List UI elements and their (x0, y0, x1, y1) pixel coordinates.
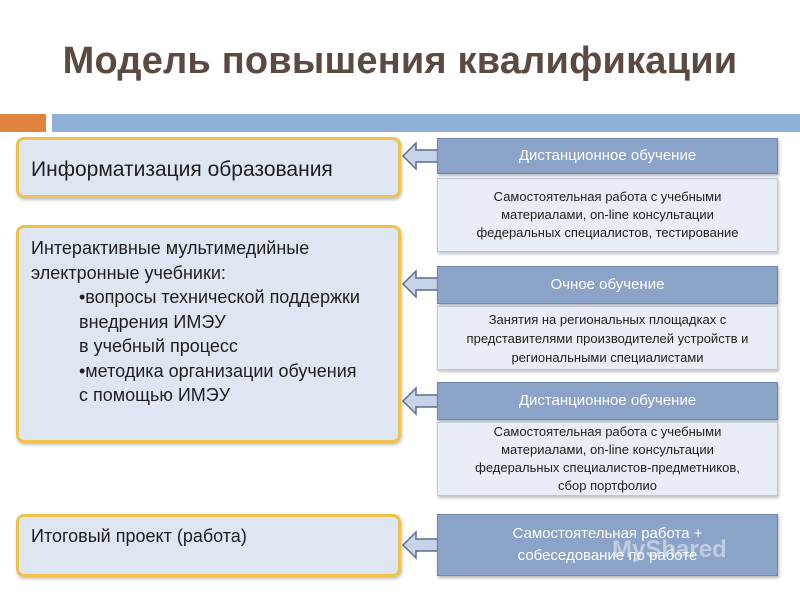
distance-learning-description: Самостоятельная работа с учебными матери… (437, 178, 778, 252)
final-project-box: Итоговый проект (работа) (16, 514, 401, 577)
desc-line: региональными специалистами (511, 350, 704, 365)
bullet-method-b: с помощью ИМЭУ (79, 385, 231, 405)
bullet-method-a: •методика организации обучения (79, 360, 357, 381)
interactive-textbooks-box: Интерактивные мультимедийные электронные… (16, 225, 401, 443)
informatization-box: Информатизация образования (16, 137, 401, 198)
interactive-line1: Интерактивные мультимедийные (31, 238, 310, 258)
self-study-line2: собеседование по работе (517, 547, 698, 564)
self-study-interview-box: Самостоятельная работа + собеседование п… (437, 514, 778, 576)
final-project-label: Итоговый проект (работа) (31, 526, 247, 546)
arrow-left-icon (401, 386, 440, 416)
desc-line: Самостоятельная работа с учебными (493, 189, 722, 204)
accent-band-orange (0, 114, 46, 132)
fulltime-learning-description: Занятия на региональных площадках с пред… (437, 306, 778, 370)
distance-learning-description-2: Самостоятельная работа с учебными матери… (437, 422, 778, 496)
arrow-left-icon (401, 530, 440, 560)
interactive-line2: электронные учебники: (31, 262, 226, 283)
distance-learning-header: Дистанционное обучение (437, 138, 778, 174)
desc-line: материалами, on-line консультации (501, 207, 714, 222)
desc-line: материалами, on-line консультации (501, 442, 714, 457)
informatization-label: Информатизация образования (31, 158, 333, 181)
bullet-support-b: внедрения ИМЭУ (79, 311, 226, 332)
bullet-support-a: •вопросы технической поддержки (79, 287, 360, 307)
desc-line: представителями производителей устройств… (466, 331, 749, 346)
desc-line: Занятия на региональных площадках с (488, 312, 727, 327)
accent-band-blue (52, 114, 800, 132)
arrow-left-icon (401, 269, 440, 299)
desc-line: федеральных специалистов, тестирование (476, 225, 739, 240)
self-study-line1: Самостоятельная работа + (512, 525, 703, 542)
fulltime-learning-header: Очное обучение (437, 266, 778, 304)
distance-learning-header-2: Дистанционное обучение (437, 382, 778, 420)
bullet-support-c: в учебный процесс (79, 336, 238, 356)
desc-line: сбор портфолио (558, 478, 657, 493)
page-title: Модель повышения квалификации (62, 40, 738, 82)
desc-line: Самостоятельная работа с учебными (493, 424, 722, 439)
watermark: MyShared (612, 536, 727, 563)
desc-line: федеральных специалистов-предметников, (475, 460, 740, 475)
arrow-left-icon (401, 141, 440, 171)
